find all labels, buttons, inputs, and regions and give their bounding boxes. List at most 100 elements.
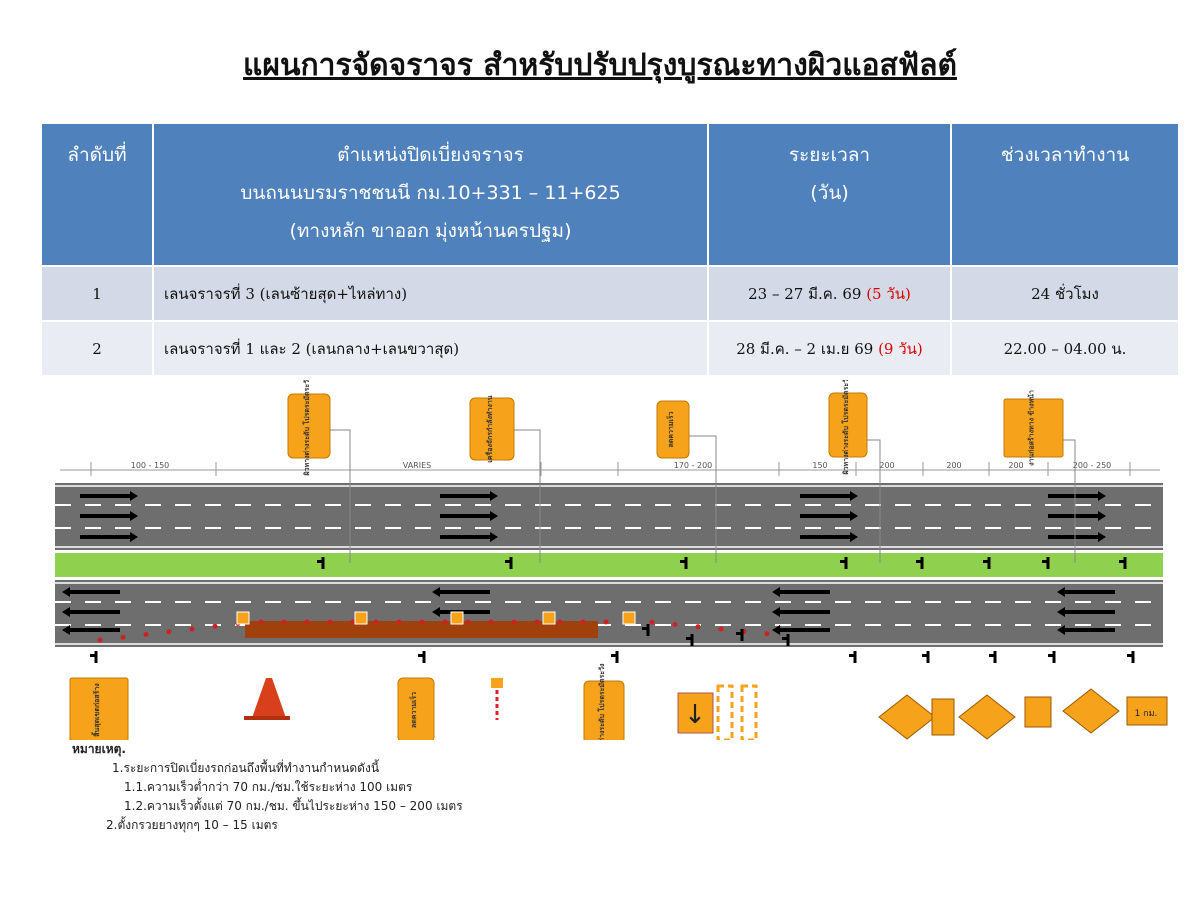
sign-text: ลดความเร็ว — [666, 411, 675, 447]
traffic-cone-dot — [534, 619, 540, 625]
arrow-head-icon — [772, 625, 780, 635]
sign-post-icon — [849, 654, 855, 657]
traffic-cone-icon — [252, 678, 286, 718]
cell-no: 1 — [40, 265, 154, 322]
sign-post-icon — [418, 654, 424, 657]
small-sign — [1024, 696, 1052, 728]
warning-light-icon — [622, 611, 636, 625]
traffic-cone-dot — [304, 619, 310, 625]
sign-construction_ahead — [1003, 398, 1064, 458]
sign-post-icon — [642, 627, 648, 630]
warning-light-icon — [236, 611, 250, 625]
sign-post-icon — [1048, 654, 1054, 657]
median — [55, 553, 1163, 577]
cell-location: เลนจราจรที่ 1 และ 2 (เลนกลาง+เลนขวาสุด) — [152, 320, 709, 377]
header-location: ตำแหน่งปิดเบี่ยงจราจรบนถนนบรมราชชนนี กม.… — [152, 122, 709, 267]
small-sign — [1126, 696, 1168, 726]
sign-post-icon — [922, 654, 928, 657]
arrow-head-icon — [1057, 587, 1065, 597]
sign-post-icon — [317, 560, 323, 563]
down-arrow-icon: ↓ — [684, 700, 706, 730]
traffic-cone-dot — [488, 619, 494, 625]
leader-line — [867, 439, 881, 563]
traffic-cone-dot — [695, 624, 701, 630]
distance-label: VARIES — [403, 461, 431, 470]
traffic-cone-dot — [442, 619, 448, 625]
traffic-cone-dot — [120, 634, 126, 640]
traffic-cone-dot — [327, 619, 333, 625]
sign-text: งานก่อสร้างทาง ข้างหน้า — [1027, 390, 1036, 466]
sign-post-icon — [983, 560, 989, 563]
arrow-head-icon — [772, 587, 780, 597]
arrow-head-icon — [490, 511, 498, 521]
cell-hours: 22.00 – 04.00 น. — [950, 320, 1180, 377]
leader-line — [514, 429, 541, 563]
sign-text: เครื่องจักรกำลังทำงาน — [484, 395, 494, 462]
sign-post-icon — [736, 632, 742, 635]
arrow-head-icon — [1098, 491, 1106, 501]
distance-label: 200 — [879, 461, 894, 470]
traffic-cone-dot — [419, 619, 425, 625]
sign-post-icon — [505, 560, 511, 563]
barricade-icon — [740, 684, 758, 740]
sign-slow — [656, 400, 690, 459]
work-zone — [245, 621, 598, 638]
distance-label: 170 - 200 — [674, 461, 713, 470]
traffic-cone-dot — [580, 619, 586, 625]
cone-base — [244, 716, 290, 720]
sign-post-icon — [686, 637, 692, 640]
arrow-head-icon — [490, 532, 498, 542]
traffic-cone-dot — [718, 626, 724, 632]
arrow-head-icon — [772, 607, 780, 617]
sign-text: 1 กม. — [1135, 709, 1158, 719]
small-sign — [931, 698, 955, 736]
distance-label: 150 — [812, 461, 827, 470]
barrier-light-icon — [491, 678, 503, 688]
arrow-head-icon — [62, 625, 70, 635]
header-no: ลำดับที่ — [40, 122, 154, 267]
table-row: 1 เลนจราจรที่ 3 (เลนซ้ายสุด+ไหล่ทาง) 23 … — [40, 265, 1180, 322]
arrow-board-icon — [677, 692, 714, 734]
arrow-head-icon — [130, 491, 138, 501]
road-inbound — [55, 580, 1163, 647]
sign-text: ผิวทางต่างระดับ โปรดระมัดระวัง — [302, 380, 311, 476]
arrow-head-icon — [130, 532, 138, 542]
cell-period: 23 – 27 มี.ค. 69 (5 วัน) — [707, 265, 952, 322]
warning-light-icon — [542, 611, 556, 625]
arrow-head-icon — [62, 587, 70, 597]
workers-sign — [958, 694, 1016, 740]
traffic-cone-dot — [672, 622, 678, 627]
warning-light-icon — [354, 611, 368, 625]
schedule-table: ลำดับที่ ตำแหน่งปิดเบี่ยงจราจรบนถนนบรมรา… — [40, 122, 1180, 377]
arrow-head-icon — [432, 607, 440, 617]
arrow-head-icon — [432, 587, 440, 597]
sign-post-icon — [1127, 654, 1133, 657]
arrow-head-icon — [1057, 607, 1065, 617]
lane-shift-sign — [878, 694, 936, 740]
notes: หมายเหตุ. 1.ระยะการปิดเบี่ยงรถก่อนถึงพื้… — [72, 742, 463, 832]
warning-light-icon — [450, 611, 464, 625]
arrow-head-icon — [490, 491, 498, 501]
table-row: 2 เลนจราจรที่ 1 และ 2 (เลนกลาง+เลนขวาสุด… — [40, 320, 1180, 377]
traffic-cone-dot — [350, 619, 356, 625]
cell-hours: 24 ชั่วโมง — [950, 265, 1180, 322]
traffic-cone-dot — [258, 619, 264, 625]
leader-line — [1063, 439, 1076, 563]
distance-label: 200 — [1008, 461, 1023, 470]
distance-label: 200 — [946, 461, 961, 470]
traffic-cone-dot — [511, 619, 517, 625]
traffic-cone-dot — [649, 619, 655, 625]
sign-post-icon — [782, 637, 788, 640]
sign-machine — [469, 397, 515, 461]
arrow-head-icon — [850, 491, 858, 501]
traffic-cone-dot — [465, 619, 471, 625]
header-duration: ระยะเวลา(วัน) — [707, 122, 952, 267]
sign-text: ลดความเร็ว — [409, 692, 418, 728]
sign-post-icon — [1042, 560, 1048, 563]
arrow-head-icon — [1057, 625, 1065, 635]
sign-post-icon — [989, 654, 995, 657]
traffic-cone-dot — [281, 619, 287, 625]
page-title: แผนการจัดจราจร สำหรับปรับปรุงบูรณะทางผิว… — [243, 48, 957, 83]
sign-text: ผิวทางต่างระดับ โปรดระมัดระวัง — [597, 663, 606, 740]
